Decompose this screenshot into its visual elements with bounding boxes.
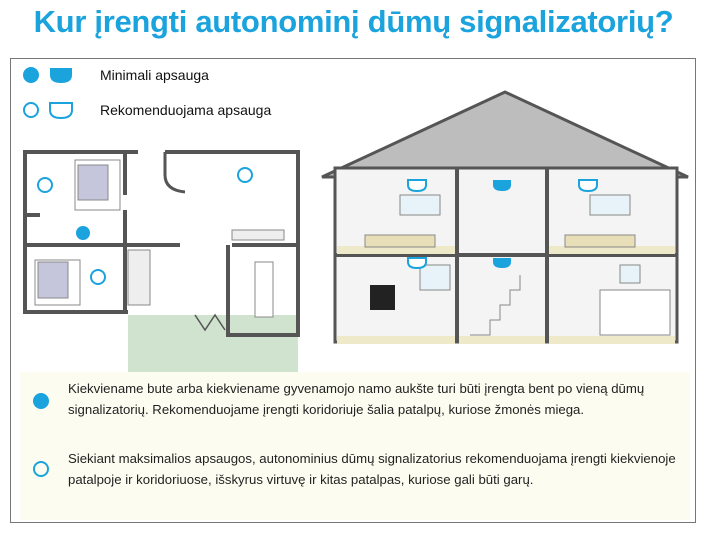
floor-plan-detectors	[37, 167, 253, 285]
filled-circle-icon	[33, 393, 49, 409]
note-recommended: Siekiant maksimalios apsaugos, autonomin…	[68, 451, 676, 487]
outline-detector-icon	[237, 167, 253, 183]
filled-detector-icon	[493, 258, 511, 268]
filled-circle-icon	[23, 67, 39, 83]
outline-detector-icon	[407, 179, 427, 193]
content-frame	[10, 58, 696, 523]
house-detectors	[407, 179, 598, 270]
outline-circle-icon	[33, 461, 49, 477]
outline-detector-icon	[90, 269, 106, 285]
filled-detector-icon	[76, 226, 90, 240]
notes-panel: Kiekviename bute arba kiekviename gyvena…	[20, 372, 690, 520]
floor-plan	[23, 150, 300, 373]
house-section	[321, 90, 689, 344]
outline-detector-icon	[407, 257, 427, 270]
outline-circle-icon	[23, 102, 39, 118]
outline-semicircle-icon	[49, 102, 73, 120]
note-minimal: Kiekviename bute arba kiekviename gyvena…	[68, 381, 645, 417]
filled-detector-icon	[493, 180, 511, 191]
outline-detector-icon	[37, 177, 53, 193]
outline-detector-icon	[578, 179, 598, 193]
filled-semicircle-icon	[50, 68, 72, 83]
legend-minimal-label: Minimali apsauga	[100, 67, 209, 83]
legend-icons	[23, 67, 73, 120]
legend-recommended-label: Rekomenduojama apsauga	[100, 102, 272, 118]
page-title: Kur įrengti autonominį dūmų signalizator…	[33, 4, 674, 39]
notes-icons	[33, 393, 49, 477]
